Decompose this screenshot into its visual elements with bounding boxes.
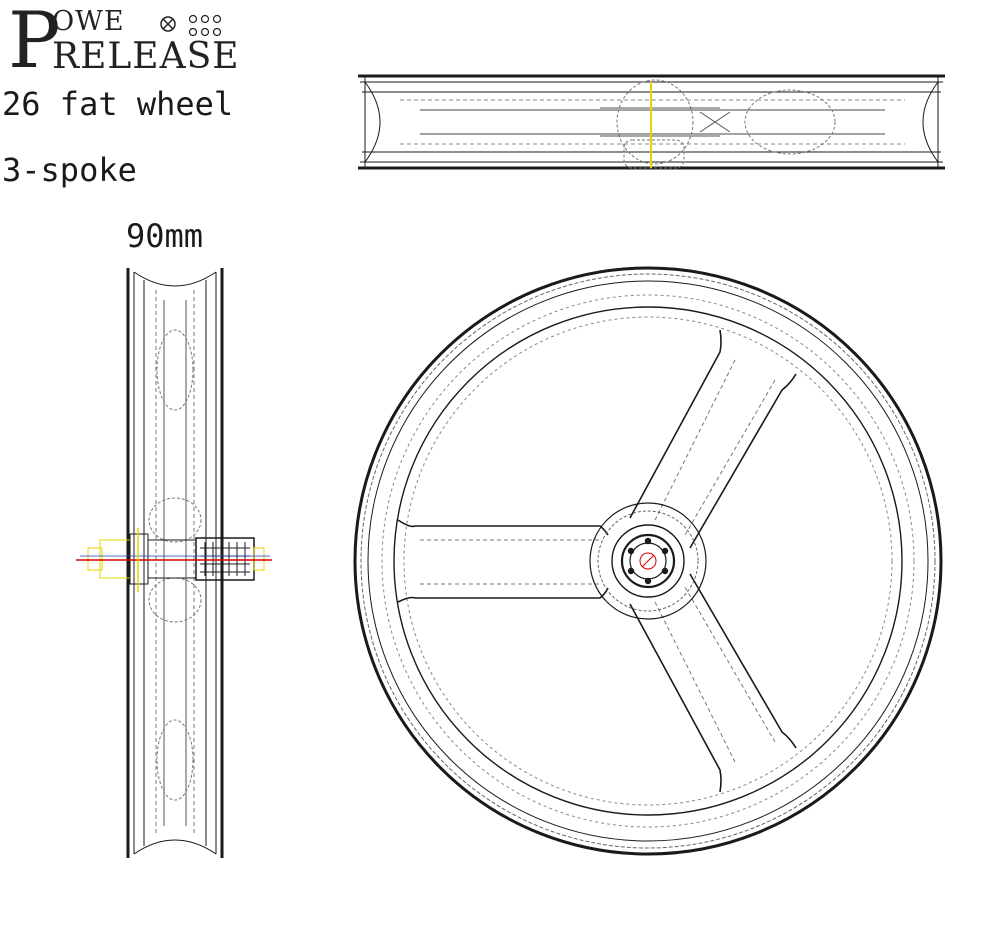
side-view-drawing — [76, 268, 272, 858]
logo-cross-circle-icon — [160, 16, 176, 32]
top-view-drawing — [358, 74, 945, 170]
logo-dots-icon — [188, 14, 222, 37]
logo-bottom-text: RELEASE — [52, 36, 240, 77]
spoke-type-label: 3-spoke — [2, 151, 137, 189]
wheel-type-label: 26 fat wheel — [2, 85, 234, 123]
logo-top-text: OWE — [52, 6, 125, 37]
width-dimension-label: 90mm — [126, 217, 204, 255]
front-view-drawing — [353, 266, 943, 856]
logo-letter-p: P — [8, 0, 61, 86]
